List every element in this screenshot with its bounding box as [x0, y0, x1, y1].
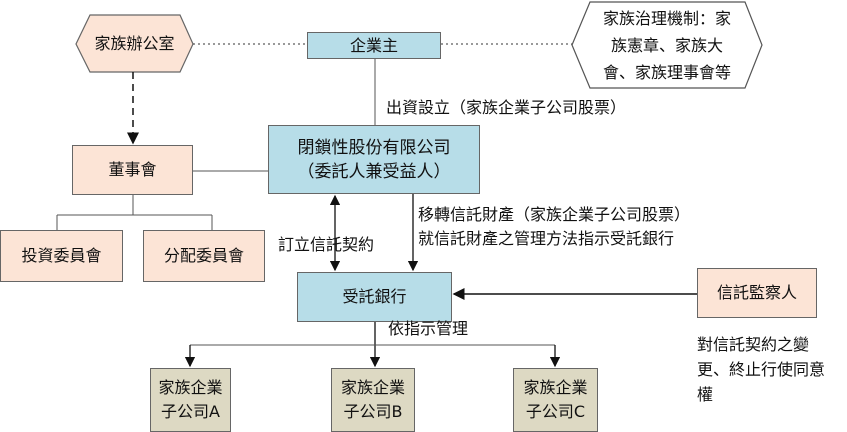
- subsidiary-c-node: 家族企業 子公司C: [513, 368, 598, 432]
- subsidiary-label: 家族企業: [158, 378, 223, 397]
- holding-company-label: 閉鎖性股份有限公司: [297, 137, 451, 158]
- board-node: 董事會: [72, 145, 193, 195]
- family-office-label: 家族辦公室: [94, 34, 175, 53]
- contract-label: 訂立信託契約: [278, 235, 375, 254]
- capital-label: 出資設立（家族企業子公司股票）: [386, 98, 627, 117]
- governance-line: 家族治理機制：家: [602, 8, 731, 28]
- supervisor-rights-label: 對信託契約之變 更、終止行使同意 權: [697, 332, 825, 407]
- distribution-committee-node: 分配委員會: [143, 230, 265, 282]
- trustee-bank-node: 受託銀行: [297, 272, 452, 322]
- trust-supervisor-node: 信託監察人: [697, 268, 817, 318]
- holding-company-role: （委託人兼受益人）: [297, 161, 451, 182]
- subsidiary-label: 子公司A: [161, 402, 220, 421]
- board-label: 董事會: [108, 160, 157, 179]
- trust-supervisor-label: 信託監察人: [716, 283, 797, 302]
- supervisor-rights-line: 權: [697, 385, 714, 404]
- governance-line: 會、家族理事會等: [602, 62, 731, 82]
- investment-committee-label: 投資委員會: [21, 246, 102, 265]
- subsidiary-label: 子公司B: [343, 402, 403, 421]
- subsidiary-label: 家族企業: [523, 378, 588, 397]
- owner-label: 企業主: [349, 35, 398, 55]
- subsidiary-b-node: 家族企業 子公司B: [331, 368, 415, 432]
- instruction-label: 就信託財產之管理方法指示受託銀行: [418, 229, 675, 248]
- distribution-committee-label: 分配委員會: [163, 246, 244, 265]
- subsidiary-label: 家族企業: [340, 378, 405, 397]
- owner-node: 企業主: [307, 32, 441, 59]
- trustee-bank-label: 受託銀行: [342, 287, 407, 306]
- governance-node: 家族治理機制：家 族憲章、家族大 會、家族理事會等: [572, 2, 762, 88]
- subsidiary-label: 子公司C: [525, 402, 586, 421]
- manage-label: 依指示管理: [388, 319, 469, 338]
- supervisor-rights-line: 更、終止行使同意: [697, 360, 826, 379]
- investment-committee-node: 投資委員會: [0, 230, 123, 282]
- governance-line: 族憲章、家族大: [610, 35, 723, 55]
- family-office-hexagon: [75, 14, 194, 73]
- holding-company-node: 閉鎖性股份有限公司 （委託人兼受益人）: [268, 125, 480, 194]
- supervisor-rights-line: 對信託契約之變: [697, 335, 810, 354]
- transfer-label: 移轉信託財產（家族企業子公司股票）: [418, 205, 691, 224]
- family-office-node: 家族辦公室: [76, 15, 193, 72]
- subsidiary-a-node: 家族企業 子公司A: [150, 368, 231, 432]
- governance-hexagon: [571, 1, 763, 89]
